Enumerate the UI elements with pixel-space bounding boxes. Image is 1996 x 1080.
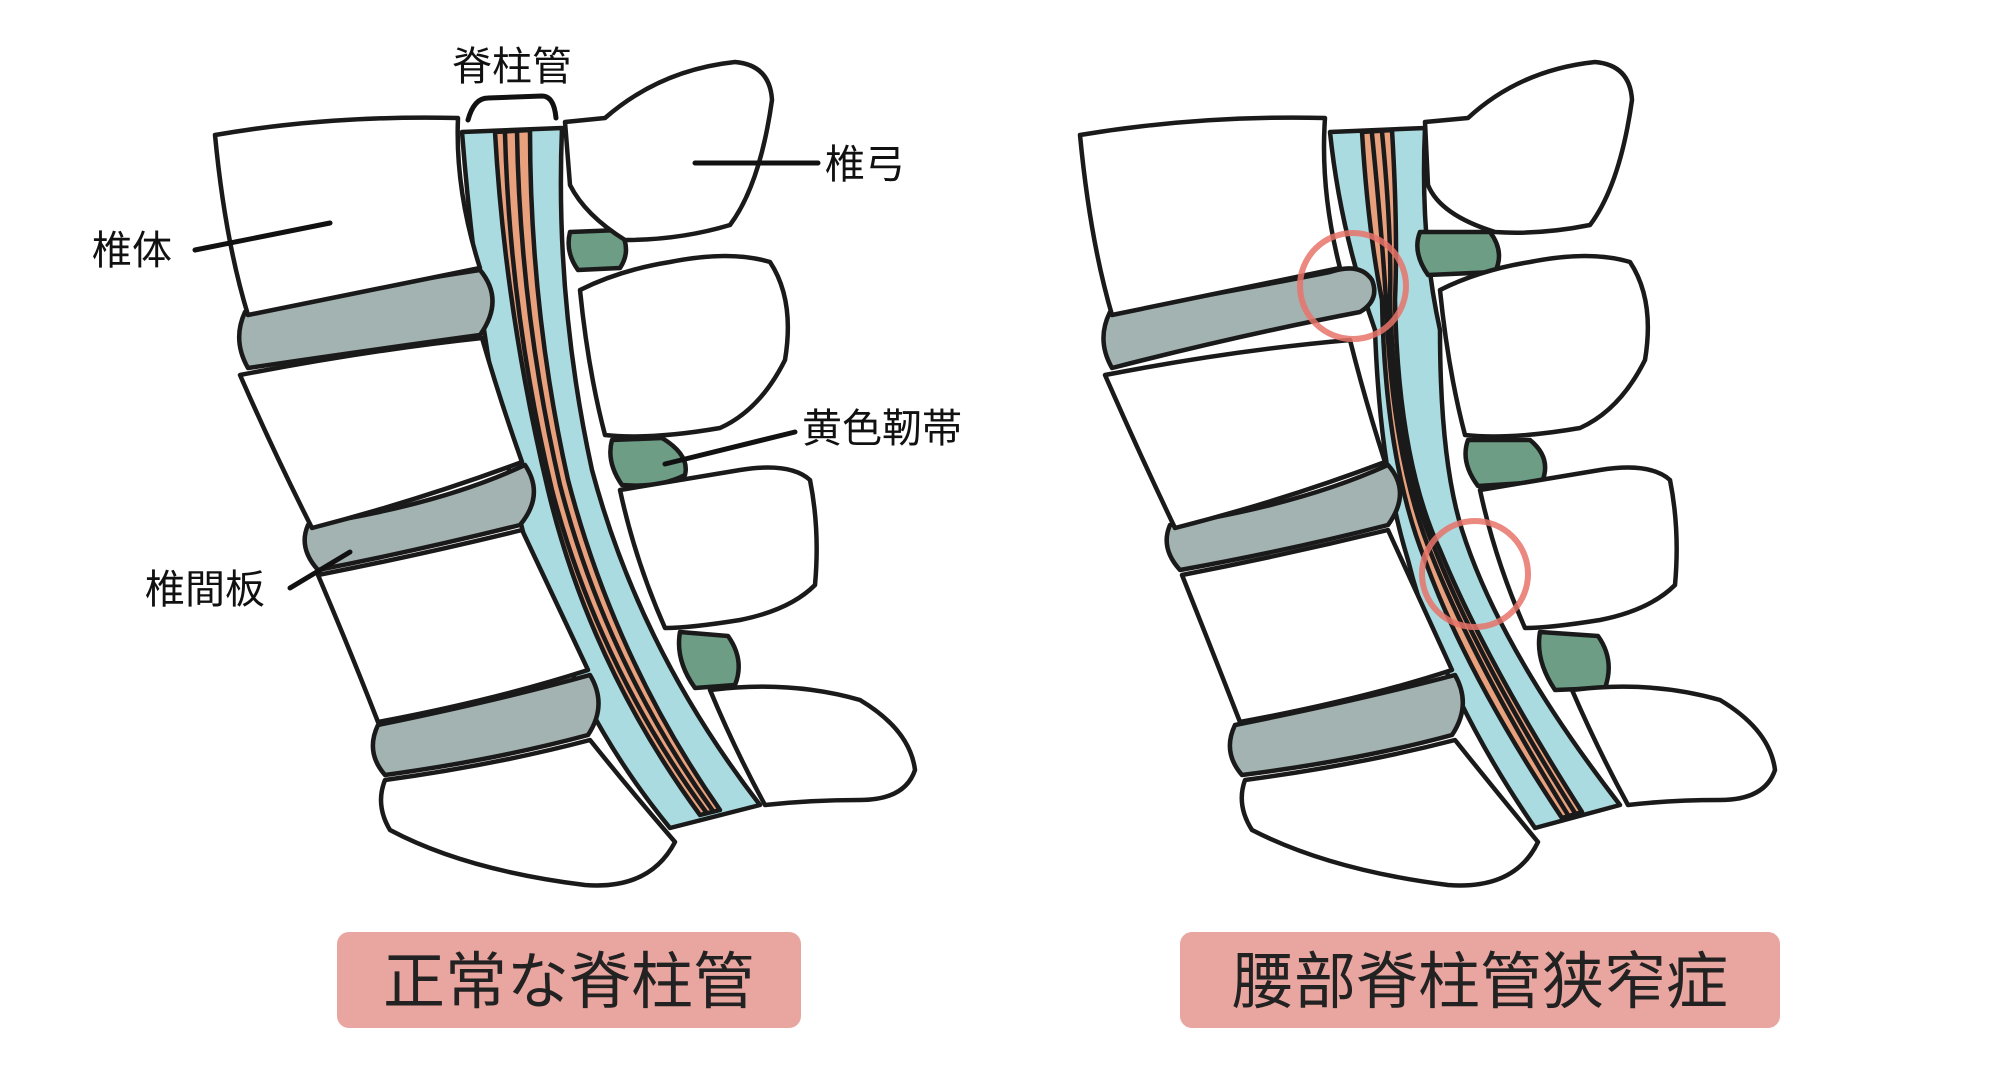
vertebral-body-2 xyxy=(237,335,525,531)
spinal-canal-bracket xyxy=(465,93,559,123)
label-spinal-canal: 脊柱管 xyxy=(452,44,572,90)
vertebral-body-4 xyxy=(378,737,678,888)
leader-ligamentum-flavum xyxy=(662,429,798,467)
caption-stenosis-bg xyxy=(1180,932,1780,1028)
stenosis-vertebral-body-3 xyxy=(1179,527,1455,725)
stenosis-vertebral-body-1 xyxy=(1077,115,1343,318)
compression-highlight-upper xyxy=(1297,230,1409,342)
leader-intervertebral-disc xyxy=(287,549,353,591)
nerve-line-2 xyxy=(514,129,716,814)
vertebral-arch-3 xyxy=(617,465,819,631)
intervertebral-disc-3 xyxy=(370,672,601,778)
label-vertebral-body: 椎体 xyxy=(92,228,172,274)
vertebral-arch-4 xyxy=(707,684,918,808)
ligamentum-flavum-3 xyxy=(676,629,741,691)
caption-normal-bg xyxy=(337,932,801,1028)
label-ligamentum-flavum: 黄色靭帯 xyxy=(802,406,962,452)
label-vertebral-arch: 椎弓 xyxy=(825,142,905,188)
stenosis-vertebral-arch-4 xyxy=(1569,684,1778,808)
stenosis-disc-2 xyxy=(1164,462,1403,573)
caption-normal-text: 正常な脊柱管 xyxy=(383,945,755,1018)
stenosis-vertebral-arch-2 xyxy=(1437,253,1651,439)
stenosis-ligament-3 xyxy=(1536,629,1611,693)
vertebral-body-1 xyxy=(212,115,483,318)
normal-spine-figure: 脊柱管 椎弓 椎体 黄色靭帯 椎間板 xyxy=(92,44,962,888)
stenosis-ligament-1 xyxy=(1415,229,1502,278)
leader-vertebral-body xyxy=(192,220,333,253)
vertebral-arch-2 xyxy=(577,253,791,439)
vertebral-arch-1 xyxy=(562,59,775,243)
caption-normal: 正常な脊柱管 xyxy=(337,932,801,1028)
caption-stenosis: 腰部脊柱管狭窄症 xyxy=(1180,932,1780,1028)
caption-stenosis-text: 腰部脊柱管狭窄症 xyxy=(1232,945,1728,1018)
stenosis-vertebral-body-2 xyxy=(1102,337,1388,531)
stenosis-vertebral-arch-3 xyxy=(1477,465,1679,631)
nerve-line-1 xyxy=(502,131,709,815)
stenosis-vertebral-body-4 xyxy=(1239,737,1541,888)
compression-highlight-lower xyxy=(1419,518,1531,630)
vertebral-body-3 xyxy=(315,527,591,725)
stenosis-vertebral-arch-1 xyxy=(1422,59,1635,235)
stenosis-spine-figure xyxy=(1077,59,1778,888)
label-intervertebral-disc: 椎間板 xyxy=(145,567,265,613)
